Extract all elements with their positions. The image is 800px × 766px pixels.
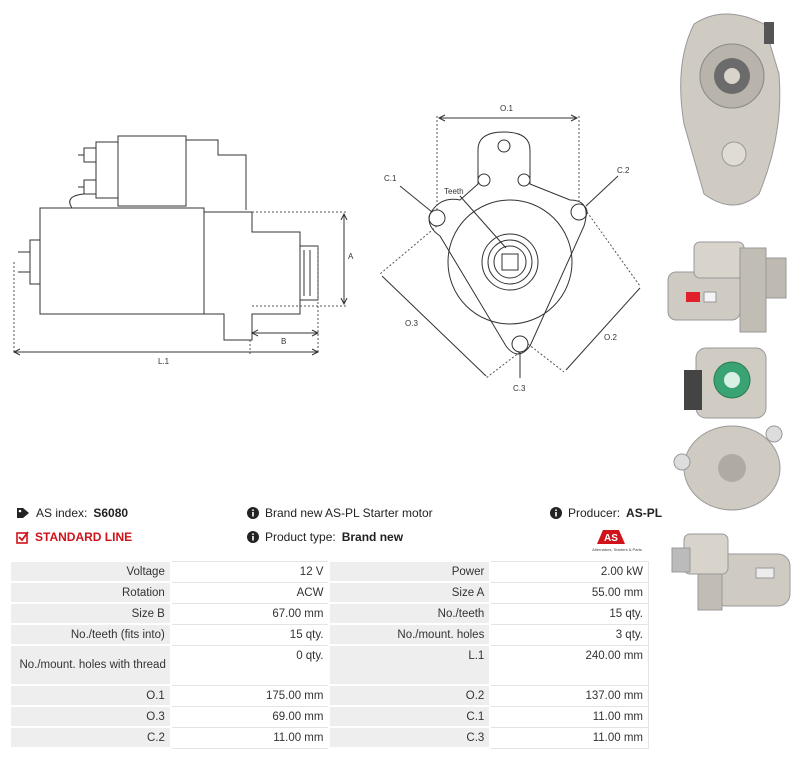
as-index-label: AS index: — [36, 506, 88, 520]
spec-value: 175.00 mm — [170, 684, 330, 707]
photo-angle[interactable] — [664, 524, 794, 616]
label-o2: O.2 — [604, 333, 617, 342]
checkbox-icon — [16, 530, 29, 544]
spec-label: No./teeth (fits into) — [9, 623, 172, 646]
info-icon — [247, 531, 259, 543]
label-b: B — [281, 337, 286, 346]
spec-value: 67.00 mm — [170, 602, 330, 625]
product-photos — [660, 0, 800, 620]
label-l1: L.1 — [158, 357, 170, 366]
spec-value: 2.00 kW — [489, 560, 650, 583]
spec-value: 15 qty. — [489, 602, 650, 625]
label-a: A — [348, 252, 354, 261]
label-c2: C.2 — [617, 166, 630, 175]
spec-value: ACW — [170, 581, 330, 604]
spec-value: 240.00 mm — [489, 644, 650, 686]
spec-value: 11.00 mm — [489, 705, 650, 728]
table-row: No./mount. holes with thread 0 qty. L.1 … — [9, 644, 650, 686]
brand-row: Brand new AS-PL Starter motor — [247, 506, 433, 520]
label-c3: C.3 — [513, 384, 526, 393]
table-row: No./teeth (fits into) 15 qty. No./mount.… — [9, 623, 650, 646]
technical-drawing: A B L.1 O.1 O.3 O.2 C.1 C.2 C.3 Teeth — [12, 104, 641, 393]
spec-label: Power — [328, 560, 492, 583]
producer-row: Producer: AS-PL — [550, 506, 662, 520]
label-o3: O.3 — [405, 319, 418, 328]
spec-value: 12 V — [170, 560, 330, 583]
spec-label: Voltage — [9, 560, 172, 583]
spec-label: Rotation — [9, 581, 172, 604]
spec-value: 11.00 mm — [489, 726, 650, 749]
producer-value: AS-PL — [626, 506, 663, 520]
spec-value: 0 qty. — [170, 644, 330, 686]
spec-label: O.1 — [9, 684, 172, 707]
end-cap — [29, 239, 41, 285]
line-row: STANDARD LINE — [16, 530, 132, 544]
table-row: O.1 175.00 mm O.2 137.00 mm — [9, 684, 650, 707]
svg-text:AS: AS — [604, 533, 618, 544]
product-type-value: Brand new — [341, 530, 404, 544]
spec-value: 3 qty. — [489, 623, 650, 646]
spec-label: C.3 — [328, 726, 492, 749]
table-row: C.2 11.00 mm C.3 11.00 mm — [9, 726, 650, 749]
nose-housing — [447, 199, 573, 325]
label-teeth: Teeth — [444, 187, 464, 196]
label-o1: O.1 — [500, 104, 513, 113]
product-type-label: Product type: — [265, 530, 336, 544]
info-icon — [550, 507, 562, 519]
product-type-row: Product type: Brand new — [247, 530, 403, 544]
spec-label: C.2 — [9, 726, 172, 749]
flange-outline — [428, 131, 587, 355]
spec-label: No./mount. holes — [328, 623, 492, 646]
spec-label: O.3 — [9, 705, 172, 728]
standard-line-label: STANDARD LINE — [35, 530, 133, 544]
photo-side[interactable] — [664, 228, 794, 336]
photo-rear[interactable] — [664, 338, 794, 518]
as-pl-logo: AS Alternators, Starters & Parts — [592, 530, 642, 552]
svg-text:Alternators, Starters & Parts: Alternators, Starters & Parts — [592, 547, 642, 552]
spec-value: 15 qty. — [170, 623, 330, 646]
tag-icon — [17, 508, 29, 518]
spec-value: 69.00 mm — [170, 705, 330, 728]
spec-label: Size A — [328, 581, 492, 604]
table-row: Voltage 12 V Power 2.00 kW — [9, 560, 650, 583]
table-row: Rotation ACW Size A 55.00 mm — [9, 581, 650, 604]
as-index-row: AS index: S6080 — [16, 506, 128, 520]
spec-label: C.1 — [328, 705, 492, 728]
photo-front[interactable] — [664, 4, 794, 216]
spec-value: 137.00 mm — [489, 684, 650, 707]
spec-table: Voltage 12 V Power 2.00 kW Rotation ACW … — [9, 560, 650, 749]
spec-value: 11.00 mm — [170, 726, 330, 749]
spec-label: Size B — [9, 602, 172, 625]
table-row: O.3 69.00 mm C.1 11.00 mm — [9, 705, 650, 728]
solenoid-cap — [95, 141, 119, 199]
spec-label: No./teeth — [328, 602, 492, 625]
label-c1: C.1 — [384, 174, 397, 183]
spec-label: No./mount. holes with thread — [9, 644, 172, 686]
pinion-gear — [487, 239, 533, 285]
table-row: Size B 67.00 mm No./teeth 15 qty. — [9, 602, 650, 625]
spec-label: O.2 — [328, 684, 492, 707]
producer-label: Producer: — [568, 506, 621, 520]
brand-text: Brand new AS-PL Starter motor — [265, 506, 433, 520]
spec-label: L.1 — [328, 644, 492, 686]
as-index-value: S6080 — [93, 506, 129, 520]
product-info: AS index: S6080 STANDARD LINE Brand new … — [14, 0, 662, 560]
info-icon — [247, 507, 259, 519]
spec-value: 55.00 mm — [489, 581, 650, 604]
